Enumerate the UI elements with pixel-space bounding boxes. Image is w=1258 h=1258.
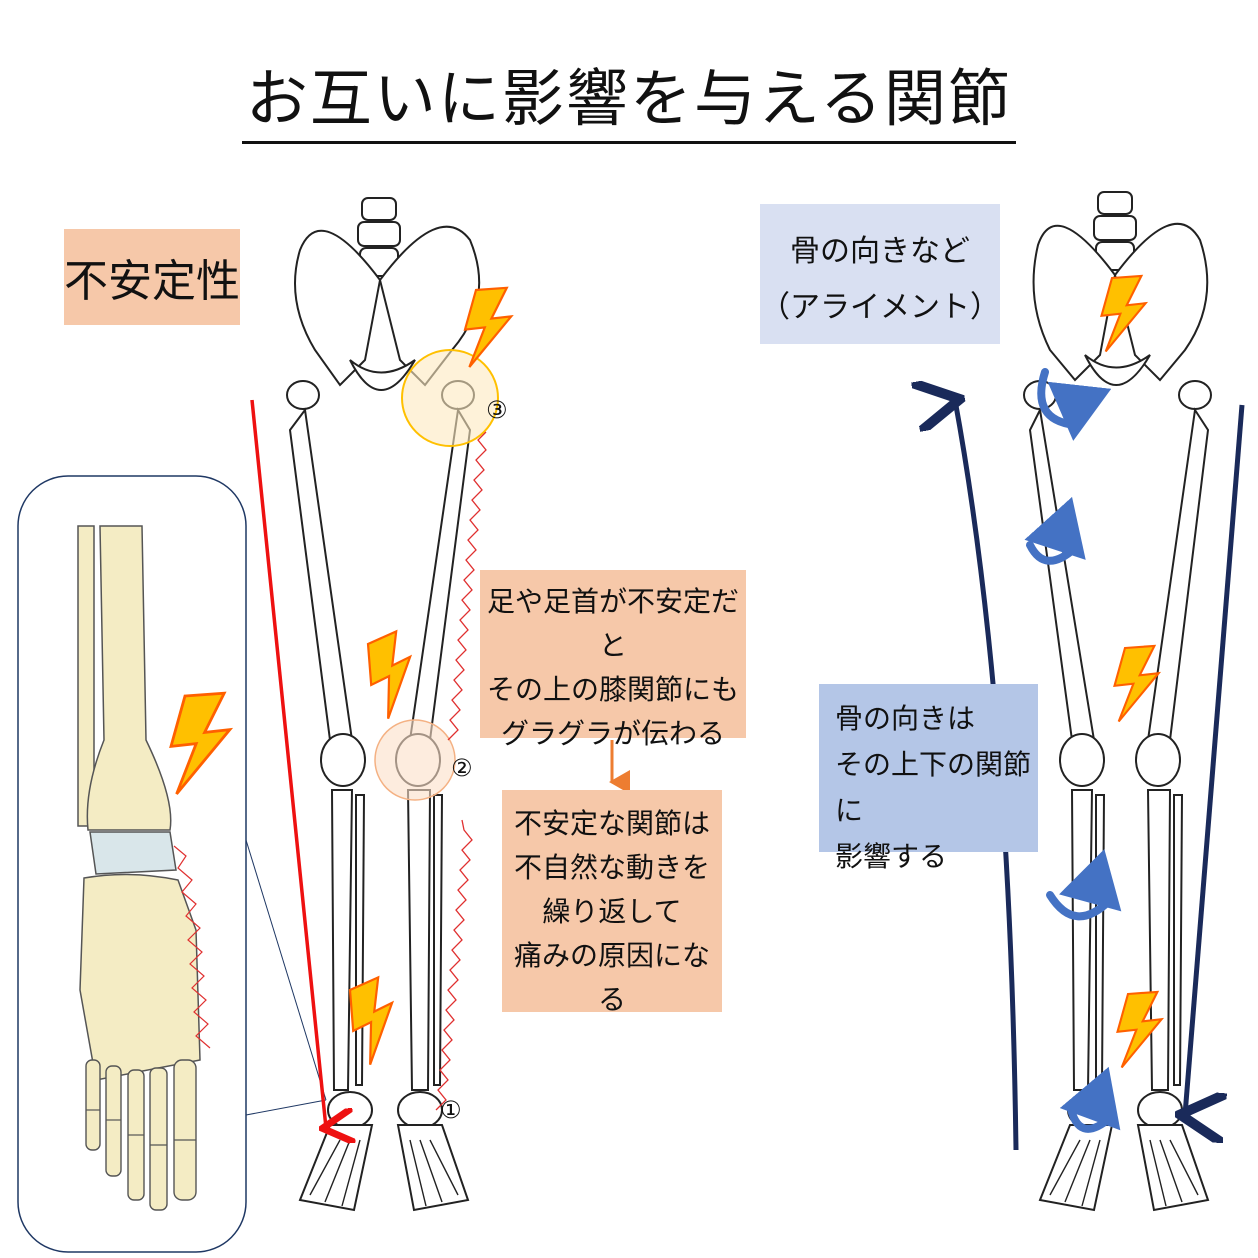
- note-line: その上の膝関節にも: [486, 673, 739, 706]
- hip-joint-highlight: [401, 349, 499, 447]
- note-line: 骨の向きは: [835, 702, 976, 735]
- joint-number-1: ①: [440, 1096, 462, 1124]
- note-line: 繰り返して: [542, 895, 682, 928]
- note-line: 不自然な動きを: [513, 851, 710, 884]
- note-line: 痛みの原因になる: [513, 939, 710, 1016]
- joint-number-3: ③: [486, 396, 508, 424]
- downward-red-arrow: [250, 399, 326, 1128]
- page-title: お互いに影響を与える関節: [0, 48, 1258, 144]
- note-foot-to-knee: 足や足首が不安定だと その上の膝関節にも グラグラが伝わる: [480, 570, 746, 750]
- note-line: その上下の関節に: [835, 748, 1032, 827]
- note-line: 影響する: [835, 840, 948, 873]
- skeleton-right: [1023, 191, 1212, 1212]
- alignment-label-line1: 骨の向きなど: [790, 234, 970, 269]
- note-line: 足や足首が不安定だと: [486, 585, 739, 662]
- note-line: グラグラが伝わる: [500, 717, 725, 750]
- ankle-inset: [17, 475, 327, 1253]
- alignment-label: 骨の向きなど （アライメント）: [760, 204, 1000, 344]
- alignment-label-line2: （アライメント）: [760, 290, 1000, 325]
- note-unstable-joint: 不安定な関節は 不自然な動きを 繰り返して 痛みの原因になる: [502, 790, 722, 1016]
- instability-wave: [435, 431, 487, 1111]
- joint-number-2: ②: [451, 754, 473, 782]
- note-bone-direction: 骨の向きは その上下の関節に 影響する: [819, 684, 1038, 873]
- knee-joint-highlight: [374, 719, 456, 801]
- note-line: 不安定な関節は: [513, 807, 710, 840]
- downward-navy-arrow: [1185, 404, 1245, 1115]
- instability-label: 不安定性: [64, 229, 240, 325]
- rotation-arrows: [1024, 368, 1122, 1133]
